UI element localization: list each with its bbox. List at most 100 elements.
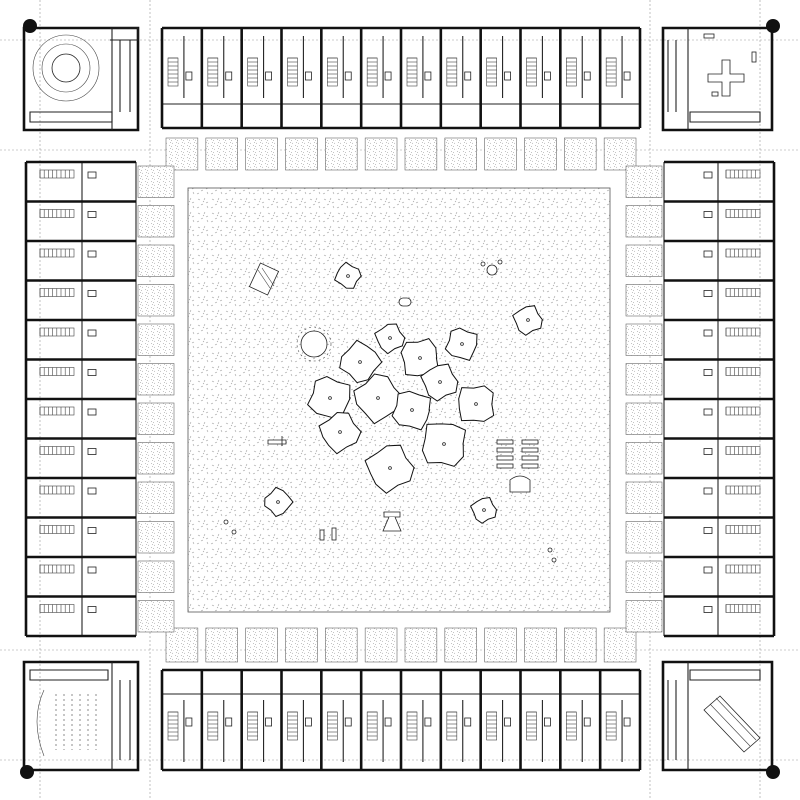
housing-unit [625, 516, 774, 554]
garden-plot [137, 205, 175, 238]
housing-unit [399, 28, 438, 171]
fixture [544, 717, 551, 727]
fixture [87, 369, 97, 376]
garden-plot [325, 137, 358, 171]
garden-plot [364, 137, 398, 171]
fixture [87, 606, 97, 613]
bench-piece-icon [319, 529, 325, 541]
garden-plot [603, 137, 637, 171]
auditorium-seating-icon [36, 689, 97, 757]
garden-plot [625, 521, 663, 554]
tree-trunk [276, 500, 280, 504]
tree-icon [374, 323, 407, 355]
fixture [703, 329, 713, 337]
housing-unit [240, 627, 278, 770]
garden-plot [137, 323, 175, 356]
tree-icon [318, 411, 363, 455]
housing-unit [359, 28, 398, 171]
garden-plot [625, 560, 663, 593]
housing-unit [598, 627, 637, 770]
tree-icon [353, 373, 405, 425]
fixture [87, 408, 97, 416]
housing-unit [439, 28, 477, 171]
housing-unit [26, 200, 175, 238]
garden-plot [137, 284, 175, 317]
housing-unit [200, 28, 238, 171]
housing-unit [399, 627, 438, 770]
corner-pavilion-se [661, 660, 774, 772]
garden-plot [137, 521, 175, 554]
seesaw-icon [382, 511, 402, 532]
housing-unit [625, 476, 774, 514]
fixture [87, 329, 97, 337]
garden-plot [245, 137, 278, 171]
garden-plot [444, 137, 477, 171]
tree-trunk [376, 396, 380, 400]
garden-plot [564, 137, 597, 171]
tree-trunk [388, 466, 392, 470]
fixture [464, 71, 472, 81]
housing-unit [359, 627, 398, 770]
fixture [703, 448, 713, 455]
fixture [265, 717, 272, 727]
fixture [225, 71, 233, 81]
housing-unit [625, 318, 774, 356]
fixture [703, 487, 713, 495]
tree-icon [512, 305, 544, 336]
stepping-stones-icon [551, 557, 557, 563]
stepping-stones-icon [223, 519, 229, 525]
fixture [583, 717, 591, 727]
housing-unit [200, 627, 238, 770]
garden-plot [137, 165, 175, 198]
fixture [384, 717, 392, 727]
bench-piece-icon [331, 527, 337, 541]
fixture [583, 71, 591, 81]
garden-plot [137, 481, 175, 514]
housing-unit [625, 279, 774, 317]
stepping-stones-icon [480, 259, 503, 276]
garden-plot [205, 137, 238, 171]
bench-piece-icon [509, 475, 531, 493]
housing-unit [598, 28, 637, 171]
garden-plot [364, 627, 398, 663]
fixture [87, 211, 97, 218]
housing-unit [625, 358, 774, 396]
garden-plot [137, 560, 175, 593]
housing-unit [479, 627, 517, 770]
bench-piece-icon [398, 297, 412, 307]
fixture [623, 71, 631, 81]
tree-icon [364, 444, 416, 494]
garden-plot [137, 600, 175, 633]
garden-plot [625, 165, 663, 198]
fixture [344, 717, 352, 727]
garden-plot [625, 442, 663, 475]
housing-unit [625, 397, 774, 435]
round-table-icon [32, 34, 100, 102]
fixture [703, 171, 713, 179]
housing-unit [559, 627, 597, 770]
housing-unit [439, 627, 477, 770]
fixture [623, 717, 631, 727]
courtyard-features [223, 259, 557, 563]
housing-unit [26, 516, 175, 554]
corner-markers [20, 19, 780, 779]
fixture [703, 527, 713, 534]
housing-unit [240, 28, 278, 171]
fixture [304, 717, 312, 727]
fixture [703, 250, 713, 258]
garden-plot [603, 627, 637, 663]
garden-plot [285, 627, 318, 663]
housing-unit [26, 318, 175, 356]
fixture [703, 408, 713, 416]
garden-plot [484, 137, 517, 171]
garden-plot [325, 627, 358, 663]
fixture [464, 717, 472, 727]
housing-unit [26, 437, 175, 475]
tree-icon [469, 496, 498, 524]
east-housing-row [625, 160, 776, 638]
housing-unit [280, 28, 318, 171]
round-table-icon [296, 326, 332, 362]
fixture [185, 71, 193, 81]
housing-unit [280, 627, 318, 770]
fixture [304, 71, 312, 81]
